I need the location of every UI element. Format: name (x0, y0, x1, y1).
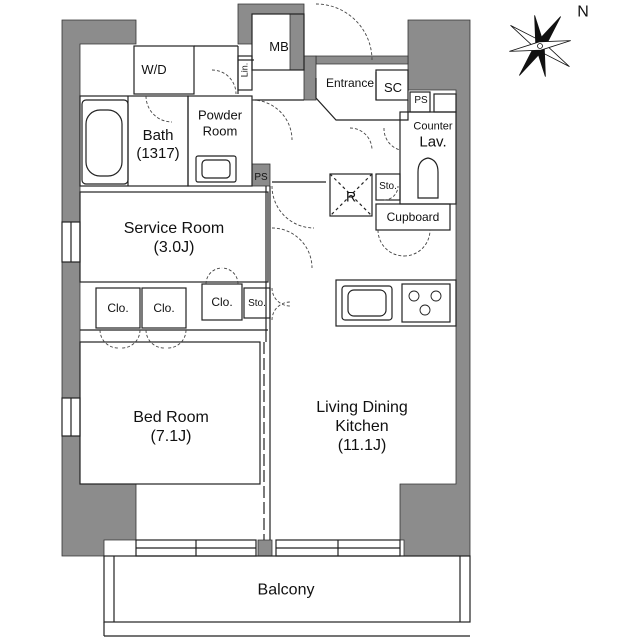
stove-burners (408, 290, 442, 316)
left-wall-mid (61, 261, 81, 399)
compass-rose-icon (509, 15, 571, 77)
kitchen-sink (341, 285, 393, 321)
top-wall-entrance (315, 55, 409, 65)
bath-room-outline (79, 95, 189, 187)
bottom-wall-center (257, 539, 273, 557)
closet-2 (141, 287, 187, 329)
cupboard-box (375, 203, 451, 231)
ps-top-box (409, 91, 431, 113)
powder-sink (195, 155, 237, 183)
wd-alcove (133, 45, 195, 95)
door-swings (99, 3, 431, 349)
linen-shelf (237, 55, 253, 91)
sto-mid-box (243, 287, 271, 319)
service-room-outline (79, 191, 269, 283)
left-wall-low (61, 435, 137, 557)
balcony-outline (103, 555, 471, 623)
cooktop (401, 283, 451, 323)
sto-top-box (375, 173, 401, 201)
wall-mb-side (303, 55, 317, 101)
toilet (417, 157, 439, 199)
interior-walls (61, 13, 471, 637)
closet-1 (95, 287, 141, 329)
entrance-step (315, 78, 409, 121)
column-ps (251, 163, 271, 187)
mb-room (251, 13, 305, 71)
powder-room-outline (187, 95, 253, 187)
bed-room-outline (79, 341, 261, 485)
refrigerator-space (329, 173, 373, 217)
closet-3 (201, 283, 243, 321)
shoe-closet (375, 69, 409, 101)
kitchen-counter (335, 279, 457, 327)
